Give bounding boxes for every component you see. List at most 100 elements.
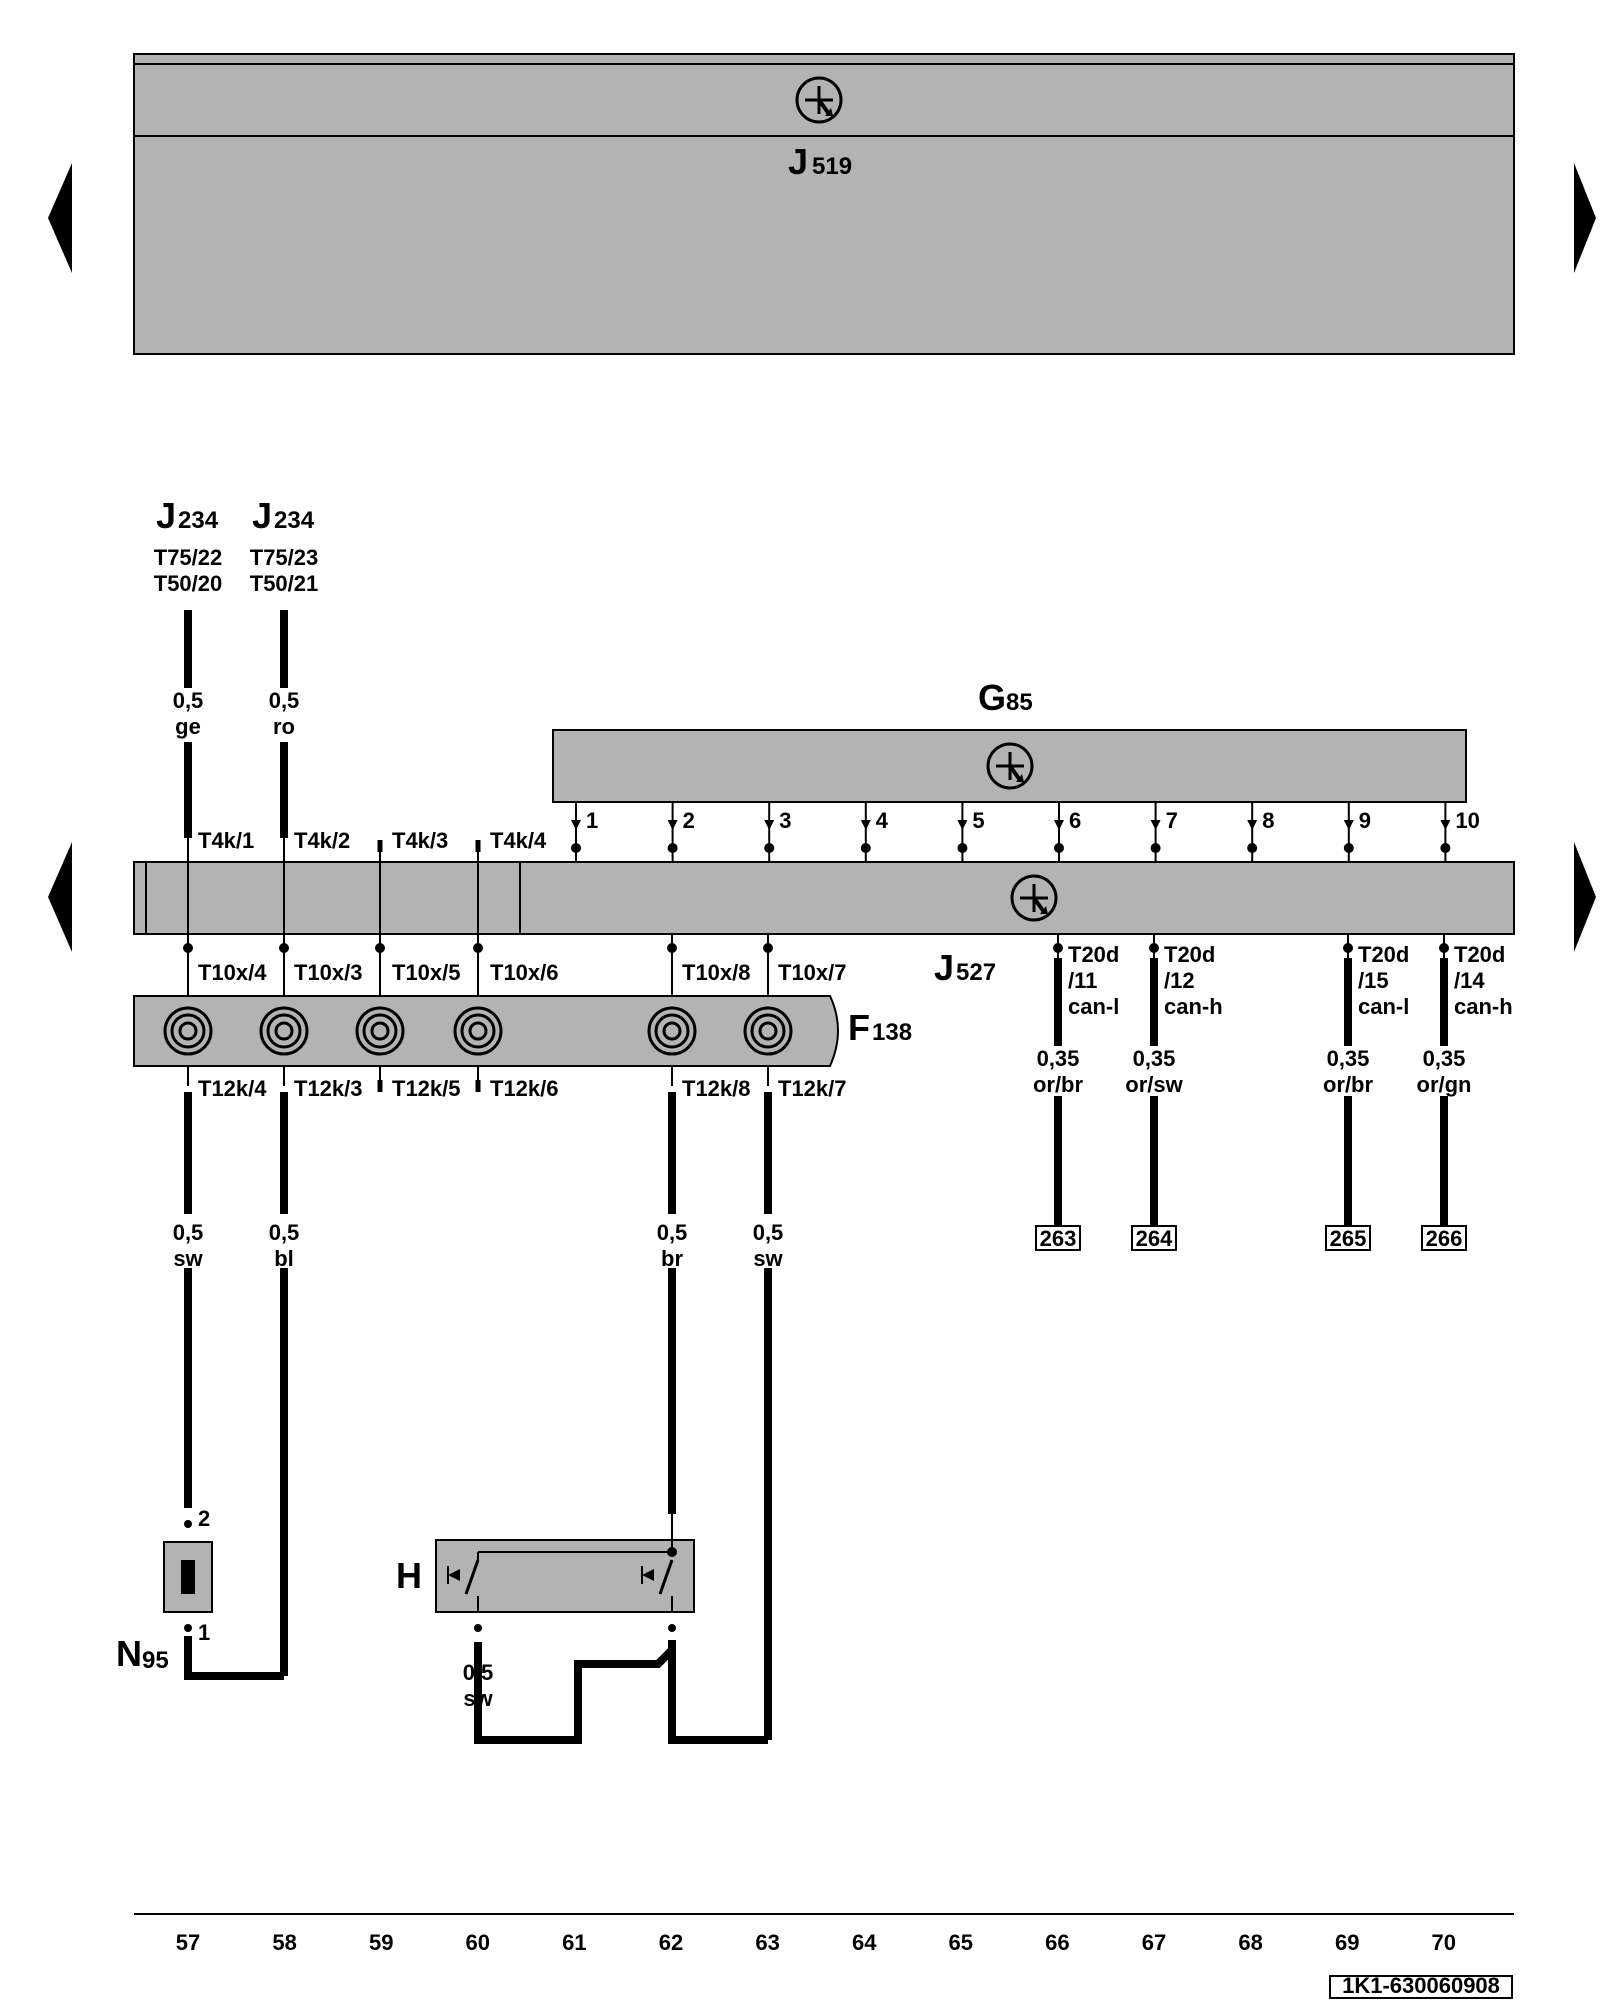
reference-box[interactable]	[1421, 1225, 1467, 1251]
reference-box[interactable]	[1035, 1225, 1081, 1251]
can-pin-label: can-h	[1164, 994, 1223, 1019]
column-number: 58	[272, 1930, 296, 1955]
nav-left-arrow-top[interactable]	[48, 163, 72, 273]
g85-sensor: G 85 1 2 3 4 5 6 7 8 9 10	[552, 677, 1480, 862]
pin-label: 2	[198, 1506, 210, 1531]
wire-gauge: 0,35	[1327, 1046, 1370, 1071]
wire-color: or/br	[1033, 1072, 1084, 1097]
g85-pin: 5	[957, 802, 985, 862]
f138-number: 138	[872, 1019, 912, 1046]
pin-label: T50/21	[250, 571, 319, 596]
g85-pin: 2	[667, 802, 695, 862]
column-number: 70	[1432, 1930, 1456, 1955]
can-pin-label: /12	[1164, 968, 1195, 993]
g85-pin: 9	[1343, 802, 1371, 862]
reference-number[interactable]: 263	[1040, 1226, 1077, 1251]
reference-number[interactable]: 266	[1426, 1226, 1463, 1251]
reference-box[interactable]	[1325, 1225, 1371, 1251]
wire-gauge: 0,5	[269, 688, 300, 713]
pin-label: T12k/3	[294, 1076, 363, 1101]
wire-color: br	[661, 1246, 683, 1271]
wire-color: sw	[173, 1246, 203, 1271]
j234-letter: J	[156, 495, 176, 536]
wire-gauge: 0,5	[463, 1660, 494, 1685]
column-number: 68	[1238, 1930, 1262, 1955]
j234-ref-b: J 234 T75/23 T50/21 0,5 ro	[250, 495, 319, 739]
pin-label: T12k/6	[490, 1076, 559, 1101]
wire-gauge: 0,35	[1037, 1046, 1080, 1071]
t12k-connector: T12k/4 T12k/3 T12k/5 T12k/6 T12k/8 T12k/…	[198, 1076, 847, 1101]
j234-number: 234	[178, 507, 219, 534]
pin-label: T10x/4	[198, 960, 267, 985]
pin-label: T50/20	[154, 571, 223, 596]
g85-pin-label: 3	[779, 808, 791, 833]
wire-color: or/br	[1323, 1072, 1374, 1097]
pin-label: T4k/4	[490, 828, 547, 853]
reference-box[interactable]	[1131, 1225, 1177, 1251]
wire-color: ge	[175, 714, 201, 739]
g85-pin-label: 2	[683, 808, 695, 833]
g85-letter: G	[978, 677, 1006, 718]
document-id: 1K1-630060908	[1342, 1973, 1500, 1998]
pin-label: T12k/8	[682, 1076, 751, 1101]
f138-airbag-spring: F 138	[133, 995, 912, 1067]
column-number: 60	[466, 1930, 490, 1955]
wire-gauge: 0,5	[173, 1220, 204, 1245]
pin-label: T10x/6	[490, 960, 559, 985]
wire-gauge: 0,5	[269, 1220, 300, 1245]
g85-pin-label: 1	[586, 808, 598, 833]
nav-right-arrow-top[interactable]	[1574, 163, 1596, 273]
column-number: 62	[659, 1930, 683, 1955]
can-pin-label: /14	[1454, 968, 1485, 993]
h-horn-switch: H 0,5 sw	[396, 1514, 695, 1711]
column-number: 65	[949, 1930, 973, 1955]
pin-label: T4k/2	[294, 828, 350, 853]
pin-label: T75/23	[250, 545, 319, 570]
pin-label: T4k/3	[392, 828, 448, 853]
wire-color: bl	[274, 1246, 294, 1271]
lower-wires: 0,5 sw 0,5 bl 0,5 br 0,5 sw	[173, 1092, 784, 1744]
can-pin-label: T20d	[1164, 942, 1215, 967]
column-number: 63	[755, 1930, 779, 1955]
g85-pin-label: 4	[876, 808, 889, 833]
reference-number[interactable]: 265	[1330, 1226, 1367, 1251]
column-number: 64	[852, 1930, 877, 1955]
reference-number[interactable]: 264	[1136, 1226, 1173, 1251]
h-letter: H	[396, 1555, 422, 1596]
g85-pin: 3	[764, 802, 791, 862]
pin-label: T4k/1	[198, 828, 254, 853]
j234-number: 234	[274, 507, 315, 534]
n95-component: 2 1 N 95	[116, 1506, 213, 1674]
g85-number: 85	[1006, 689, 1033, 716]
pin-label: T10x/3	[294, 960, 363, 985]
can-pin-label: /15	[1358, 968, 1389, 993]
wire-gauge: 0,5	[657, 1220, 688, 1245]
j527-steering-column-unit: J 527	[133, 861, 1515, 988]
n95-number: 95	[142, 1647, 169, 1674]
g85-pin: 8	[1247, 802, 1274, 862]
nav-right-arrow-mid[interactable]	[1574, 842, 1596, 952]
column-number: 67	[1142, 1930, 1166, 1955]
pin-label: T10x/5	[392, 960, 461, 985]
t4k-connector: T4k/1 T4k/2 T4k/3 T4k/4	[198, 828, 547, 853]
j519-control-unit: J 519	[133, 53, 1515, 355]
g85-pin-label: 7	[1166, 808, 1178, 833]
wire-color: or/gn	[1417, 1072, 1472, 1097]
can-pin-label: can-l	[1358, 994, 1409, 1019]
nav-left-arrow-mid[interactable]	[48, 842, 72, 952]
wire-gauge: 0,35	[1423, 1046, 1466, 1071]
wire-color: or/sw	[1125, 1072, 1183, 1097]
g85-pin-label: 10	[1455, 808, 1479, 833]
g85-pin: 6	[1054, 802, 1081, 862]
pin-label: T12k/5	[392, 1076, 461, 1101]
can-pin-label: T20d	[1068, 942, 1119, 967]
g85-pin: 4	[860, 802, 889, 862]
can-pin-label: T20d	[1358, 942, 1409, 967]
can-pin-label: /11	[1068, 968, 1097, 993]
j527-number: 527	[956, 959, 996, 986]
wire-color: ro	[273, 714, 295, 739]
